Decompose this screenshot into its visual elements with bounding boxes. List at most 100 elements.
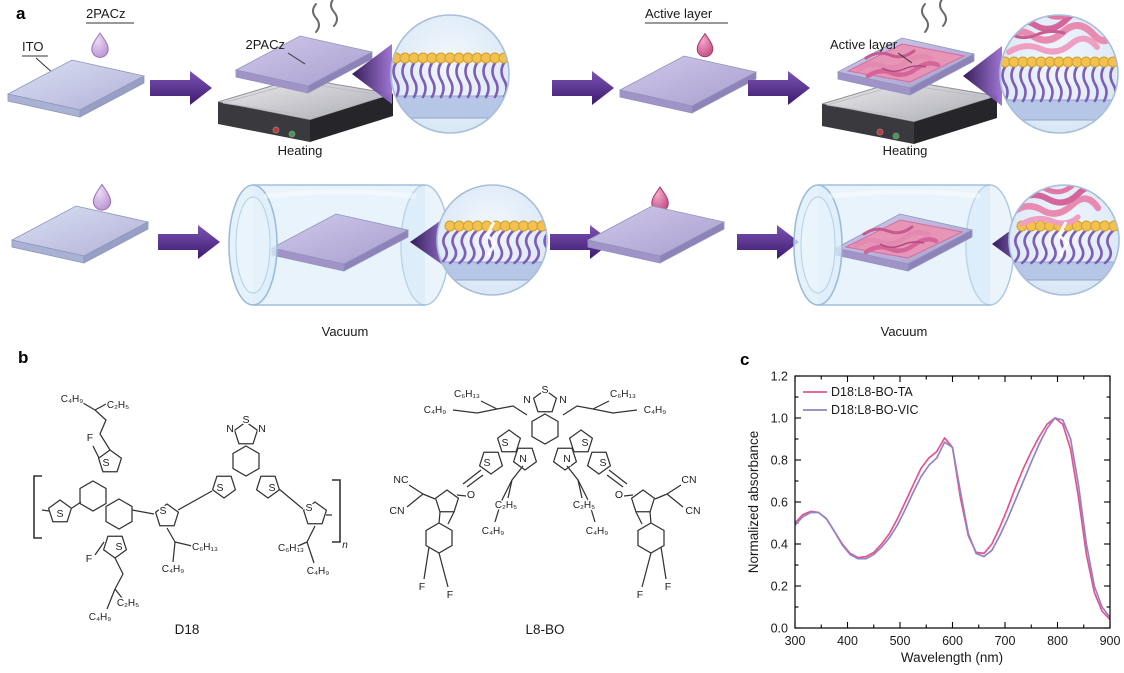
substituent-label: C₄H₉: [89, 612, 112, 623]
active-layer-droplet-icon: [696, 33, 714, 58]
substituent-label: C₆H₁₃: [454, 389, 480, 400]
atom-label: N: [226, 423, 234, 435]
x-tick-label: 300: [785, 634, 806, 648]
sam-molecule-stem: [439, 228, 452, 265]
atom-label: O: [467, 489, 475, 501]
zoom-2-monolayer: [1000, 56, 1118, 121]
sam-molecule-stem: [455, 61, 463, 99]
sam-head-group: [472, 220, 484, 232]
sam-molecule-stem: [1066, 228, 1079, 265]
sam-molecule-stem: [504, 228, 516, 265]
sam-molecule-stem: [467, 228, 479, 265]
x-tick-label: 800: [1047, 634, 1068, 648]
atom-label: S: [305, 502, 312, 514]
process-arrow-2: [552, 71, 614, 105]
sam-molecule-stem: [1076, 228, 1088, 265]
atom-label: CN: [389, 505, 404, 517]
sam-molecule-stem: [1011, 228, 1024, 265]
sam-head-group: [1090, 220, 1102, 232]
zoom-4-monolayer: [1009, 220, 1119, 281]
sam-molecule-stem: [1048, 228, 1061, 265]
y-tick-label: 0.2: [771, 580, 788, 594]
process-arrow-3: [748, 71, 810, 105]
molecule-highlight-icon: [1057, 221, 1069, 257]
sam-molecule-stem: [392, 61, 400, 99]
sam-molecule-stem: [446, 61, 454, 99]
x-axis-label: Wavelength (nm): [901, 650, 1003, 665]
x-tick-label: 600: [942, 634, 963, 648]
zoom-circle-3-rim: [436, 184, 548, 296]
polymer-fiber: [1019, 214, 1081, 227]
atom-label: F: [86, 553, 92, 565]
atom-label: S: [242, 414, 249, 426]
atom-label: O: [615, 489, 623, 501]
sam-molecule-stem: [1082, 65, 1090, 103]
sam-molecule-stem: [419, 61, 427, 99]
pacz-film-label: 2PACz: [246, 37, 286, 52]
sam-molecule-stem: [1085, 228, 1097, 265]
sam-head-group: [518, 220, 530, 232]
atom-label: N: [519, 453, 527, 465]
sam-molecule-stem: [1091, 65, 1099, 103]
substituent-label: C₄H₉: [482, 526, 505, 537]
pacz-droplet-icon-2: [92, 183, 112, 211]
pacz-coated-substrate: [619, 55, 757, 114]
pacz-drop-label: 2PACz: [86, 6, 126, 21]
panel-b-label: b: [18, 348, 29, 367]
atom-label: F: [87, 432, 93, 444]
atom-label: N: [559, 394, 567, 406]
sam-molecule-stem: [448, 228, 461, 265]
sam-molecule-stem: [1001, 65, 1009, 103]
molecule-l8bo: S N N C₆H₁₃ C₄H₉ C₆H₁₃ C₄H₉ S S N N S S …: [388, 383, 702, 638]
process-arrow-1: [150, 71, 212, 105]
sam-molecule-stem: [482, 61, 490, 99]
molecule-name-l8bo: L8-BO: [525, 622, 564, 637]
sam-head-group: [453, 220, 465, 232]
atom-label: N: [523, 394, 531, 406]
atom-label: F: [665, 581, 671, 593]
sam-head-group: [1099, 220, 1111, 232]
y-tick-label: 0.6: [771, 496, 788, 510]
sam-molecule-stem: [1037, 65, 1045, 103]
sam-molecule-stem: [1064, 65, 1072, 103]
zoom-3-monolayer: [437, 220, 547, 281]
sam-head-group: [1107, 56, 1118, 68]
y-tick-label: 0.4: [771, 538, 788, 552]
ito-substrate: [7, 59, 145, 118]
atom-label: F: [637, 589, 643, 601]
atom-label: S: [483, 457, 490, 469]
chart-legend: D18:L8-BO-TA D18:L8-BO-VIC: [803, 385, 919, 417]
substituent-label: C₂H₅: [573, 500, 595, 511]
pacz-film-pointer: [287, 52, 306, 65]
panel-a-label: a: [16, 4, 26, 23]
heating-label-2: Heating: [883, 143, 928, 158]
active-layer-film-label: Active layer: [830, 37, 898, 52]
polymer-bracket-right: [332, 479, 341, 543]
zoom-circle-1-rim: [390, 14, 510, 134]
atom-label: S: [541, 384, 548, 396]
sam-molecule-stem: [410, 61, 418, 99]
heat-wave-icon: [939, 0, 947, 27]
sam-molecule-stem: [1039, 228, 1051, 265]
sam-head-group: [545, 220, 547, 232]
legend-label-vic: D18:L8-BO-VIC: [831, 403, 919, 417]
sam-head-group: [527, 220, 539, 232]
sam-molecule-stem: [1055, 65, 1063, 103]
substituent-label: C₄H₉: [162, 564, 185, 575]
sam-molecule-stem: [476, 228, 489, 265]
atom-label: N: [563, 453, 571, 465]
atom-label: S: [501, 437, 508, 449]
sam-molecule-stem: [1094, 228, 1107, 265]
sam-molecule-stem: [1057, 228, 1070, 265]
x-tick-label: 900: [1100, 634, 1121, 648]
sam-molecule-stem: [1100, 65, 1108, 103]
polymer-fiber: [1006, 29, 1066, 40]
process-arrow-6: [737, 225, 799, 259]
chart-curves: [794, 417, 1111, 621]
y-tick-label: 0.0: [771, 622, 788, 636]
sam-molecule-stem: [522, 228, 535, 265]
atom-label: S: [599, 457, 606, 469]
sam-molecule-stem: [428, 61, 436, 99]
